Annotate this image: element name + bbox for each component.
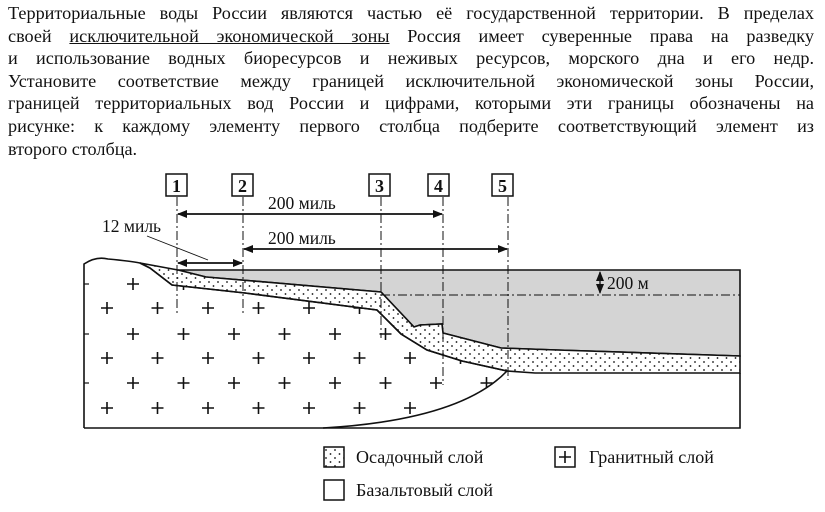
legend-basalt: Базальтовый слой bbox=[356, 480, 493, 500]
marker-3: 3 bbox=[375, 176, 384, 196]
granite-cross bbox=[303, 352, 315, 364]
granite-cross bbox=[127, 328, 139, 340]
granite-cross bbox=[202, 352, 214, 364]
sediment-swatch bbox=[323, 446, 345, 468]
plus-icon bbox=[559, 451, 571, 463]
granite-cross bbox=[101, 352, 113, 364]
distance-bottom-label: 200 миль bbox=[268, 228, 336, 248]
task-line-6: рисунке: к каждому элементу первого стол… bbox=[8, 115, 814, 136]
granite-cross bbox=[177, 377, 190, 389]
granite-cross bbox=[278, 377, 291, 389]
task-line-7: второго столбца. bbox=[8, 138, 138, 159]
basalt-layer bbox=[84, 373, 741, 429]
leader-line bbox=[146, 235, 209, 261]
granite-cross bbox=[202, 302, 214, 314]
granite-cross bbox=[379, 377, 392, 389]
granite-cross bbox=[177, 328, 190, 340]
granite-cross bbox=[101, 402, 113, 414]
granite-cross bbox=[127, 278, 139, 290]
granite-cross bbox=[329, 328, 341, 340]
distance-top-label: 200 миль bbox=[268, 193, 336, 213]
granite-cross bbox=[480, 377, 493, 389]
legend-granite: Гранитный слой bbox=[589, 447, 714, 467]
granite-cross bbox=[404, 402, 416, 414]
marker-1: 1 bbox=[172, 176, 181, 196]
granite-cross bbox=[252, 402, 265, 414]
underlined-term: исключительной экономической зоны bbox=[69, 25, 390, 46]
granite-cross bbox=[228, 328, 240, 340]
granite-cross bbox=[252, 302, 265, 314]
granite-cross bbox=[202, 402, 214, 414]
granite-cross bbox=[151, 402, 164, 414]
task-line-5: границей территориальных вод России и ци… bbox=[8, 93, 814, 114]
marker-4: 4 bbox=[434, 176, 443, 196]
granite-cross bbox=[303, 302, 315, 314]
depth-label: 200 м bbox=[607, 273, 649, 293]
left-ticks bbox=[84, 283, 89, 384]
granite-cross bbox=[252, 352, 265, 364]
granite-cross bbox=[151, 302, 164, 314]
task-line-3: и использование водных биоресурсов и неж… bbox=[8, 48, 814, 69]
legend bbox=[323, 446, 576, 501]
legend-sediment: Осадочный слой bbox=[356, 447, 484, 467]
granite-cross bbox=[101, 302, 113, 314]
granite-cross bbox=[505, 402, 507, 414]
task-line-2-end: Россия имеет суверенные права на разведк… bbox=[389, 25, 814, 46]
task-line-1: Территориальные воды России являются час… bbox=[8, 3, 814, 23]
basalt-swatch bbox=[323, 479, 345, 501]
granite-cross bbox=[127, 377, 139, 389]
granite-cross bbox=[278, 328, 291, 340]
granite-cross bbox=[303, 402, 315, 414]
granite-cross bbox=[353, 402, 366, 414]
granite-cross bbox=[353, 352, 366, 364]
task-text: Территориальные воды России являются час… bbox=[8, 2, 814, 160]
granite-layer bbox=[83, 257, 509, 429]
marker-5: 5 bbox=[498, 176, 507, 196]
distance-small-label: 12 миль bbox=[102, 216, 161, 236]
granite-cross bbox=[404, 352, 416, 364]
granite-cross bbox=[430, 377, 442, 389]
task-line-4: Установите соответствие между границей и… bbox=[8, 70, 814, 91]
granite-cross bbox=[329, 377, 341, 389]
granite-cross bbox=[151, 352, 164, 364]
granite-cross bbox=[228, 377, 240, 389]
task-line-2: своей исключительной экономической зоны … bbox=[8, 25, 814, 48]
task-line-2-start: своей bbox=[8, 25, 70, 46]
marker-2: 2 bbox=[238, 176, 247, 196]
